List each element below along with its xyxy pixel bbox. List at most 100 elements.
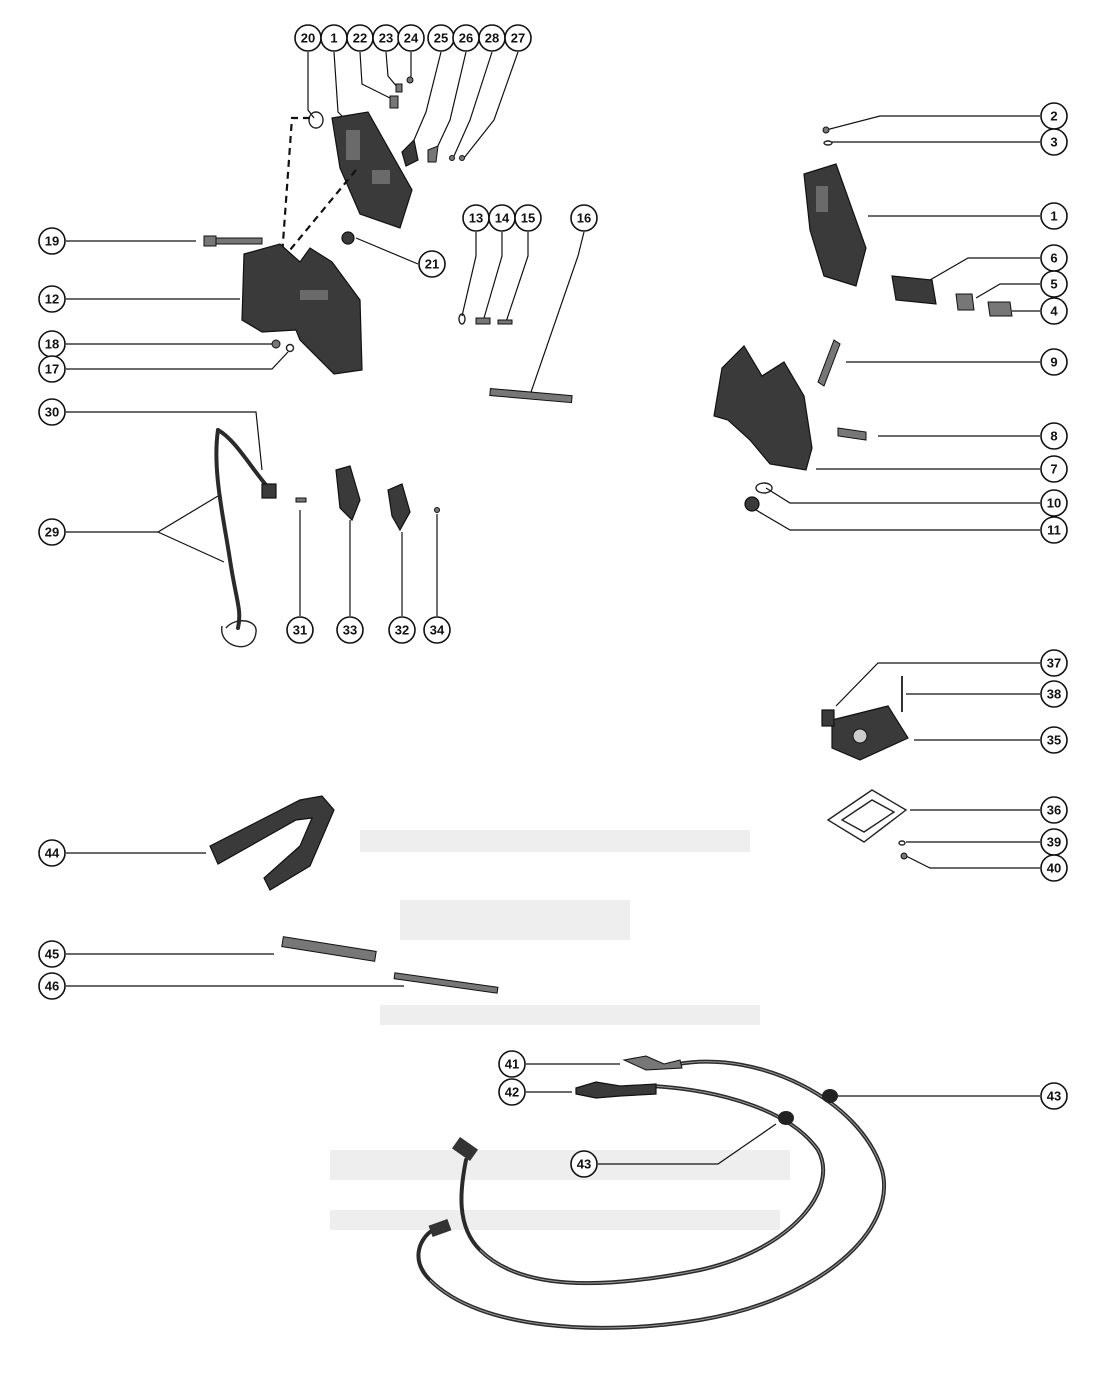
callout-31: 31 [286, 616, 314, 644]
screw-28 [449, 155, 455, 161]
callout-1-right: 1 [1040, 202, 1068, 230]
nut-21 [341, 231, 355, 245]
svg-text:5: 5 [1050, 277, 1057, 292]
callout-6: 6 [1040, 244, 1068, 272]
callout-11: 11 [1040, 516, 1068, 544]
callout-layer: 20 1 22 23 24 25 26 28 27 2 3 1 6 5 4 9 … [38, 24, 1068, 1178]
ground-cable-29 [214, 428, 274, 648]
assembly-guide-2 [289, 169, 357, 251]
svg-text:42: 42 [505, 1085, 519, 1100]
svg-text:3: 3 [1050, 135, 1057, 150]
svg-text:13: 13 [469, 211, 483, 226]
callout-4: 4 [1040, 297, 1068, 325]
svg-text:10: 10 [1047, 496, 1061, 511]
svg-text:29: 29 [45, 525, 59, 540]
fitting-42 [575, 1081, 657, 1099]
pump-housing-right [803, 163, 867, 287]
callout-16: 16 [570, 204, 598, 232]
fitting-23 [395, 83, 403, 93]
rod-46 [393, 972, 499, 994]
callout-19: 19 [38, 227, 66, 255]
callout-21: 21 [418, 250, 446, 278]
bolt-9 [817, 339, 841, 387]
svg-text:15: 15 [521, 211, 535, 226]
gasket-36 [826, 789, 908, 843]
fitting-22 [389, 95, 399, 109]
callout-35: 35 [1040, 726, 1068, 754]
plate-25 [401, 138, 419, 167]
svg-text:38: 38 [1047, 687, 1061, 702]
callout-24: 24 [397, 24, 425, 52]
svg-text:46: 46 [45, 979, 59, 994]
callout-13: 13 [462, 204, 490, 232]
screw-24 [406, 76, 414, 84]
screw-31 [295, 497, 307, 503]
assembly-guide [280, 116, 310, 257]
callout-44: 44 [38, 839, 66, 867]
callout-17: 17 [38, 355, 66, 383]
callout-14: 14 [488, 204, 516, 232]
svg-text:45: 45 [45, 947, 59, 962]
bushing-5 [955, 293, 975, 311]
svg-text:1: 1 [1050, 209, 1057, 224]
callout-8: 8 [1040, 422, 1068, 450]
svg-text:35: 35 [1047, 733, 1061, 748]
terminal-30 [261, 483, 277, 499]
svg-text:18: 18 [45, 337, 59, 352]
grommet-37 [821, 709, 835, 727]
callout-36: 36 [1040, 796, 1068, 824]
hydraulic-hose-set-43 [416, 1059, 886, 1330]
callout-40: 40 [1040, 854, 1068, 882]
callout-9: 9 [1040, 348, 1068, 376]
callout-42: 42 [498, 1078, 526, 1106]
svg-text:28: 28 [485, 31, 499, 46]
washer-39 [898, 840, 906, 846]
callout-23: 23 [372, 24, 400, 52]
callout-25: 25 [427, 24, 455, 52]
pin-4 [987, 301, 1013, 317]
callout-41: 41 [498, 1050, 526, 1078]
callout-10: 10 [1040, 489, 1068, 517]
svg-text:41: 41 [505, 1057, 519, 1072]
callout-45: 45 [38, 940, 66, 968]
callout-7: 7 [1040, 455, 1068, 483]
svg-text:23: 23 [379, 31, 393, 46]
svg-text:44: 44 [45, 846, 60, 861]
bracket-12-slot [300, 290, 328, 300]
svg-text:30: 30 [45, 405, 59, 420]
callout-2: 2 [1040, 102, 1068, 130]
callout-38: 38 [1040, 680, 1068, 708]
callout-1-top: 1 [320, 24, 348, 52]
svg-text:17: 17 [45, 362, 59, 377]
callout-30: 30 [38, 398, 66, 426]
callout-29: 29 [38, 518, 66, 546]
o-ring-3 [823, 140, 833, 146]
svg-text:36: 36 [1047, 803, 1061, 818]
gasket-36-inner [840, 799, 896, 833]
callout-12: 12 [38, 285, 66, 313]
svg-text:32: 32 [395, 623, 409, 638]
pin-13 [458, 313, 466, 325]
callout-33: 33 [336, 616, 364, 644]
svg-text:33: 33 [343, 623, 357, 638]
nut-40 [900, 852, 908, 860]
callout-18: 18 [38, 330, 66, 358]
callout-32: 32 [388, 616, 416, 644]
svg-text:25: 25 [434, 31, 448, 46]
callout-26: 26 [452, 24, 480, 52]
svg-text:14: 14 [495, 211, 510, 226]
bracket-7 [713, 345, 813, 471]
screw-34 [434, 507, 440, 513]
clip-32 [387, 483, 411, 532]
leader-lines [66, 51, 1040, 1165]
callout-15: 15 [514, 204, 542, 232]
svg-text:12: 12 [45, 292, 59, 307]
fitting-41 [622, 1055, 683, 1071]
svg-text:21: 21 [425, 257, 439, 272]
nut-11 [744, 496, 760, 512]
svg-text:11: 11 [1047, 523, 1061, 538]
svg-text:43: 43 [577, 1157, 591, 1172]
svg-text:34: 34 [430, 623, 445, 638]
bolt-19 [203, 235, 263, 247]
